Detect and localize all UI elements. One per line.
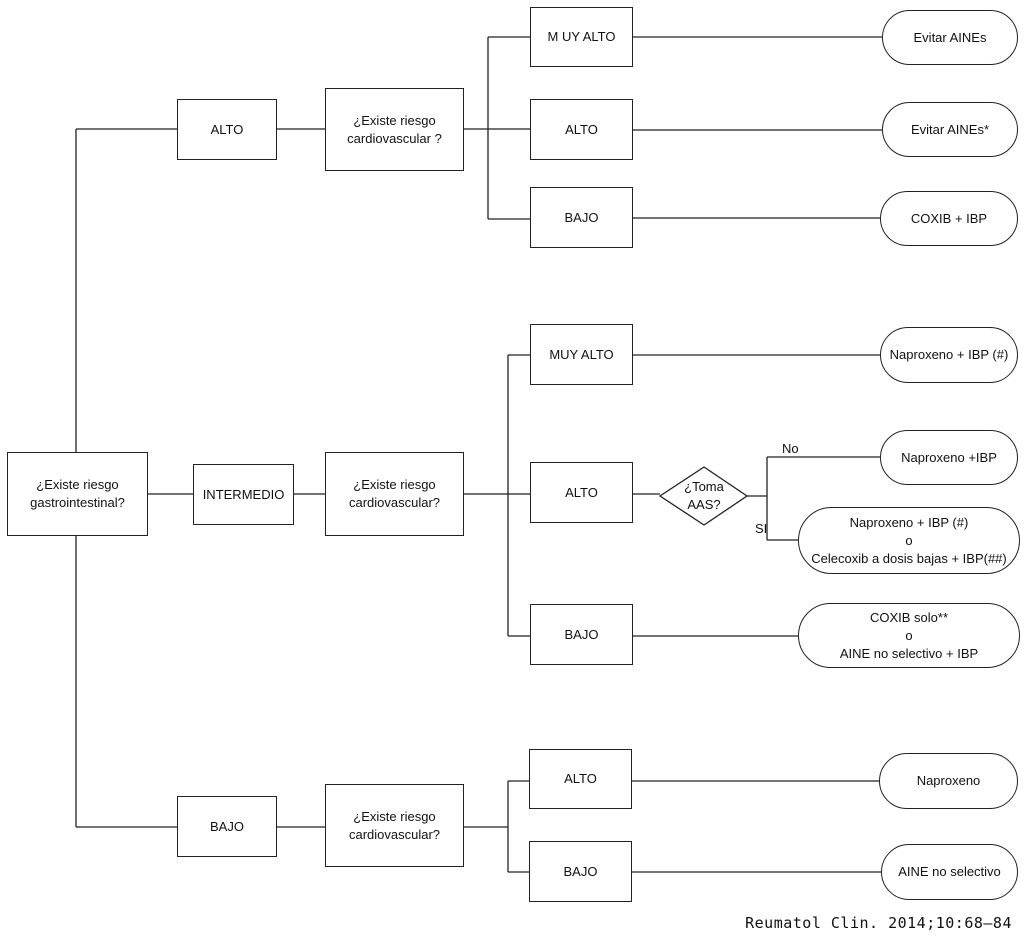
- gi-level-bajo: BAJO: [177, 796, 277, 857]
- gi-level-intermedio: INTERMEDIO: [193, 464, 294, 525]
- cv-level-intermedio-muy-alto: MUY ALTO: [530, 324, 633, 385]
- gi-level-intermedio-label: INTERMEDIO: [202, 486, 285, 502]
- outcome-text: Naproxeno: [916, 773, 981, 788]
- outcome-evitar-aines-star: Evitar AINEs*: [882, 102, 1018, 157]
- cv-level-alto-muy-alto: M UY ALTO: [530, 7, 633, 67]
- cv-level-label: BAJO: [563, 863, 598, 879]
- gi-risk-question: ¿Existe riesgo gastrointestinal?: [7, 452, 148, 536]
- gi-level-alto: ALTO: [177, 99, 277, 160]
- cv-level-label: BAJO: [564, 209, 599, 225]
- cv-level-intermedio-bajo: BAJO: [530, 604, 633, 665]
- outcome-text: COXIB + IBP: [910, 210, 988, 226]
- cv-level-label: ALTO: [564, 771, 597, 786]
- outcome-naproxeno-ibp-hash: Naproxeno + IBP (#): [880, 327, 1018, 383]
- outcome-naproxeno: Naproxeno: [879, 753, 1018, 809]
- cv-level-label: MUY ALTO: [549, 346, 614, 362]
- cv-level-label: ALTO: [565, 484, 598, 500]
- cv-question-bajo-text: ¿Existe riesgo cardiovascular?: [348, 808, 441, 842]
- gi-risk-question-text: ¿Existe riesgo gastrointestinal?: [30, 477, 125, 510]
- outcome-coxib-solo-or-aine: COXIB solo** o AINE no selectivo + IBP: [798, 603, 1020, 668]
- outcome-text: Naproxeno + IBP (#) o Celecoxib a dosis …: [811, 514, 1007, 566]
- cv-question-alto: ¿Existe riesgo cardiovascular ?: [325, 88, 464, 171]
- cv-question-intermedio-text: ¿Existe riesgo cardiovascular?: [348, 477, 441, 510]
- cv-level-label: BAJO: [564, 626, 599, 642]
- cv-level-intermedio-alto: ALTO: [530, 462, 633, 523]
- outcome-text: AINE no selectivo: [898, 864, 1001, 879]
- aas-decision-text: ¿Toma AAS?: [684, 479, 724, 512]
- outcome-text: Naproxeno +IBP: [901, 449, 997, 465]
- gi-level-alto-label: ALTO: [210, 121, 244, 137]
- outcome-naproxeno-ibp: Naproxeno +IBP: [880, 430, 1018, 485]
- outcome-evitar-aines: Evitar AINEs: [882, 10, 1018, 65]
- outcome-text: COXIB solo** o AINE no selectivo + IBP: [839, 609, 979, 661]
- cv-question-bajo: ¿Existe riesgo cardiovascular?: [325, 784, 464, 867]
- cv-level-label: M UY ALTO: [547, 29, 616, 44]
- outcome-naproxeno-or-celecoxib: Naproxeno + IBP (#) o Celecoxib a dosis …: [798, 507, 1020, 574]
- outcome-text: Evitar AINEs*: [910, 121, 990, 137]
- branch-label-no: No: [782, 441, 799, 456]
- cv-level-label: ALTO: [565, 121, 598, 137]
- outcome-text: Naproxeno + IBP (#): [889, 347, 1009, 362]
- outcome-coxib-ibp: COXIB + IBP: [880, 191, 1018, 246]
- cv-question-intermedio: ¿Existe riesgo cardiovascular?: [325, 452, 464, 536]
- cv-level-bajo-bajo: BAJO: [529, 841, 632, 902]
- cv-level-alto-bajo: BAJO: [530, 187, 633, 248]
- outcome-text: Evitar AINEs: [913, 29, 987, 45]
- gi-level-bajo-label: BAJO: [210, 818, 244, 834]
- cv-level-bajo-alto: ALTO: [529, 749, 632, 809]
- cv-question-alto-text: ¿Existe riesgo cardiovascular ?: [347, 112, 442, 146]
- cv-level-alto-alto: ALTO: [530, 99, 633, 160]
- outcome-aine-no-selectivo: AINE no selectivo: [881, 844, 1018, 900]
- aas-decision-diamond: [658, 466, 749, 526]
- branch-label-si: SI: [755, 521, 768, 536]
- journal-citation: Reumatol Clin. 2014;10:68–84: [745, 914, 1012, 932]
